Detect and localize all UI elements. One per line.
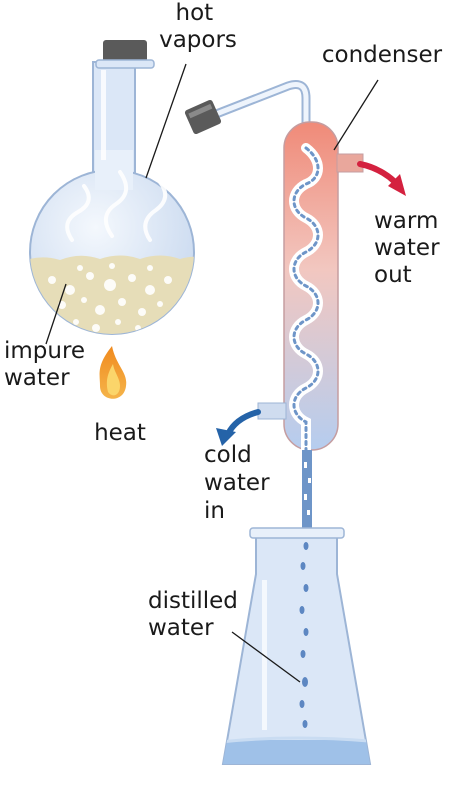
side-stopper <box>184 99 222 135</box>
label-condenser: condenser <box>322 42 443 68</box>
distillate-stream <box>302 450 312 530</box>
label-hot-vapors: hot vapors <box>159 0 237 53</box>
impure-water-leader <box>45 283 67 345</box>
droplets <box>299 542 309 728</box>
cold-water-arrow-icon <box>216 409 261 446</box>
round-bottom-flask <box>29 40 195 335</box>
top-stopper <box>103 40 147 62</box>
distilled-water-leader <box>231 631 301 683</box>
side-arm-tube <box>184 80 311 153</box>
flame-icon <box>99 346 127 399</box>
label-heat: heat <box>94 420 146 446</box>
label-distilled-water: distilled water <box>148 588 245 641</box>
label-cold-water-in: cold water in <box>204 442 277 524</box>
condenser-leader <box>333 79 379 151</box>
conical-flask <box>221 527 372 765</box>
label-warm-water-out: warm water out <box>374 208 447 288</box>
condenser-jacket <box>257 121 364 457</box>
warm-water-arrow-icon <box>357 161 406 196</box>
hot-vapors-leader <box>145 63 187 179</box>
distilled-water-liquid <box>223 740 370 764</box>
vapor-swirls <box>65 170 168 242</box>
label-impure-water: impure water <box>4 338 92 391</box>
